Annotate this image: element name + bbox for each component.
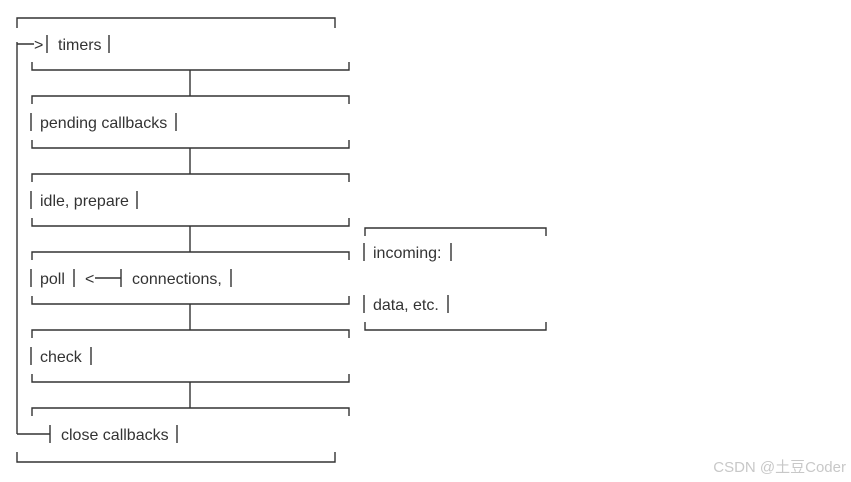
idle-prepare-box-top (31, 173, 350, 182)
close-callbacks-box-top (31, 407, 350, 416)
pending-callbacks-box-bottom (31, 140, 350, 149)
pending-callbacks-box-top (31, 95, 350, 104)
loop-top-line (16, 17, 336, 28)
poll-box-top (31, 251, 350, 260)
incoming-box-top (364, 227, 547, 236)
poll-arrow-head-icon: < (85, 271, 94, 288)
diagram-lines (16, 17, 547, 463)
phase-label-idle-prepare: idle, prepare (40, 193, 129, 210)
phase-label-poll: poll (40, 271, 65, 288)
check-box-bottom (31, 374, 350, 383)
phase-label-pending-callbacks: pending callbacks (40, 115, 167, 132)
incoming-label-line1: incoming: (373, 245, 441, 262)
phase-label-timers: timers (58, 37, 102, 54)
timers-box-bottom (31, 62, 350, 71)
watermark: CSDN @土豆Coder (713, 459, 846, 476)
incoming-box-bottom (364, 322, 547, 331)
loop-arrow-head-icon: > (34, 37, 43, 54)
incoming-label-line3: data, etc. (373, 297, 439, 314)
loop-bottom-line (16, 452, 336, 463)
idle-prepare-box-bottom (31, 218, 350, 227)
incoming-label-connections: connections, (132, 271, 222, 288)
poll-box-bottom (31, 296, 350, 305)
phase-label-close-callbacks: close callbacks (61, 427, 169, 444)
check-box-top (31, 329, 350, 338)
phase-label-check: check (40, 349, 83, 366)
